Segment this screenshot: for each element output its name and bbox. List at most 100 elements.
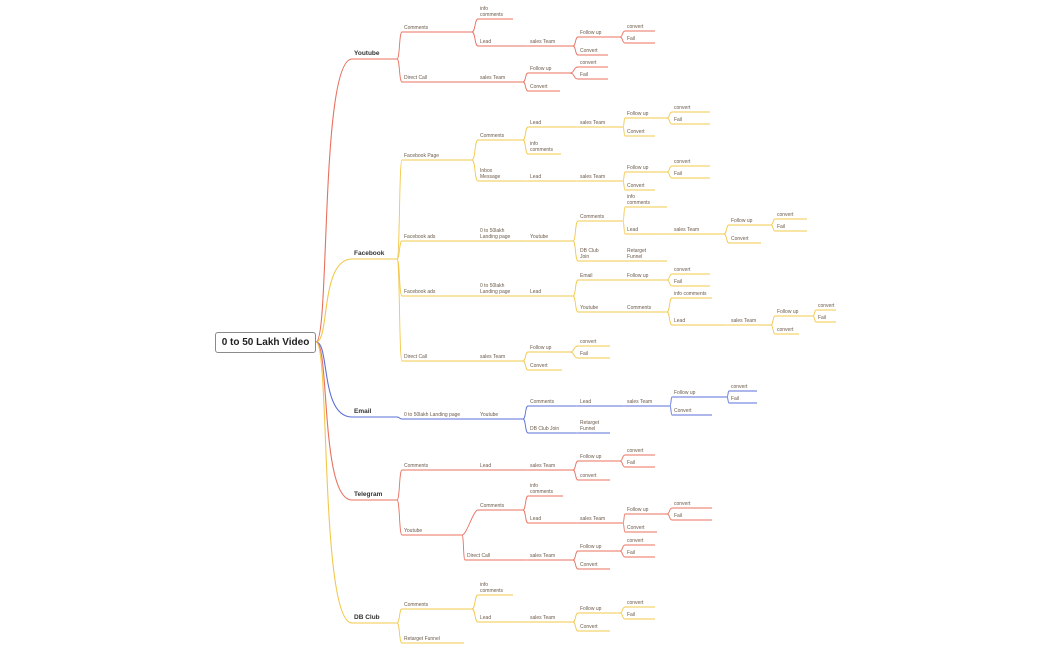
node-tg-y-c-l-s-cv[interactable]: Convert [627,525,645,531]
node-fb-a2-l-y-c-l-s-f-c[interactable]: convert [818,303,835,309]
node-fb-p-m-l[interactable]: Lead [530,174,542,180]
node-tg-c-l-s-f-c[interactable]: convert [627,448,644,454]
node-em-y-c[interactable]: Comments [530,399,555,405]
node-yt-c-l-s-cv[interactable]: Convert [580,48,598,54]
node-fb-p-c-l-s-cv[interactable]: Convert [627,129,645,135]
node-tg-y-d-s[interactable]: sales Team [530,553,556,559]
node-fb-d-s-f-f[interactable]: Fail [580,351,589,357]
node-fb-a2-l-e-f-f[interactable]: Fail [674,279,683,285]
node-tg-c-l-s[interactable]: sales Team [530,463,556,469]
node-db-c-l-s-cv[interactable]: Convert [580,624,598,630]
node-fb-a1-y-c-l-s[interactable]: sales Team [674,227,700,233]
node-tg-c-l-s-f-f[interactable]: Fail [627,460,636,466]
node-fb-p-m-l-s-f-f[interactable]: Fail [674,171,683,177]
node-db-c-l[interactable]: Lead [480,615,492,621]
node-fb-a2-l-y-c-l-s-f[interactable]: Follow up [777,309,799,315]
node-db-c-l-s-f-c[interactable]: convert [627,600,644,606]
node-tg-y-d-s-f-c[interactable]: convert [627,538,644,544]
node-fb-d-s-f-c[interactable]: convert [580,339,597,345]
node-tg-y-c-l-s-f-c[interactable]: convert [674,501,691,507]
node-tg-y-d-s-cv[interactable]: Convert [580,562,598,568]
node-fb-p[interactable]: Facebook Page [404,153,440,159]
node-yt-d-s-f-c[interactable]: convert [580,60,597,66]
node-fb-a1-y-c-l-s-f[interactable]: Follow up [731,218,753,224]
node-yt-c-i[interactable]: info comments [480,6,504,18]
node-em-y-c-l-s-f[interactable]: Follow up [674,390,696,396]
node-fb-d-s-f[interactable]: Follow up [530,345,552,351]
node-yt-d[interactable]: Direct Call [404,75,428,81]
node-tg-y-d-s-f-f[interactable]: Fail [627,550,636,556]
node-fb-a1-y-c[interactable]: Comments [580,214,605,220]
node-fb-d-s-cv[interactable]: Convert [530,363,548,369]
node-db-c-i[interactable]: info comments [480,582,504,594]
node-tg-y-d-s-f[interactable]: Follow up [580,544,602,550]
node-yt-c-l-s-f[interactable]: Follow up [580,30,602,36]
node-fb-a2-l-y[interactable]: Youtube [580,305,599,311]
node-fb-a2[interactable]: Facebook ads [404,289,436,295]
node-fb-p-c[interactable]: Comments [480,133,505,139]
node-tg[interactable]: Telegram [354,491,383,498]
node-tg-y-c-i[interactable]: info comments [530,483,554,495]
node-fb-a2-l-y-c-l-s[interactable]: sales Team [731,318,757,324]
node-fb-a2-l[interactable]: Lead [530,289,542,295]
node-tg-y-c-l-s-f-f[interactable]: Fail [674,513,683,519]
node-yt-d-s-f-f[interactable]: Fail [580,72,589,78]
node-fb-a1-y-c-l[interactable]: Lead [627,227,639,233]
node-fb-d-s[interactable]: sales Team [480,354,506,360]
node-tg-y-c-l-s-f[interactable]: Follow up [627,507,649,513]
node-yt-d-s[interactable]: sales Team [480,75,506,81]
node-fb-a1-y-c-l-s-cv[interactable]: Convert [731,236,749,242]
node-db[interactable]: DB Club [354,614,380,621]
node-db-c[interactable]: Comments [404,602,429,608]
node-fb-p-m-l-s-cv[interactable]: Convert [627,183,645,189]
node-tg-c[interactable]: Comments [404,463,429,469]
node-tg-y-d[interactable]: Direct Call [467,553,491,559]
node-fb-p-m-l-s-f-c[interactable]: convert [674,159,691,165]
node-em-y-d[interactable]: DB Club Join [530,426,560,432]
node-em-y-d-r[interactable]: Retarget Funnel [580,420,600,432]
node-yt-d-s-cv[interactable]: Convert [530,84,548,90]
node-em-y-c-l-s-f-f[interactable]: Fail [731,396,740,402]
node-fb-a2-l-y-c-l-s-cv[interactable]: convert [777,327,794,333]
node-fb-a1-y-c-l-s-f-f[interactable]: Fail [777,224,786,230]
node-em-y[interactable]: Youtube [480,412,499,418]
node-fb-a2-l-y-c-i[interactable]: info comments [674,291,707,297]
node-db-c-l-s-f-f[interactable]: Fail [627,612,636,618]
node-fb-a2-l-e-f[interactable]: Follow up [627,273,649,279]
node-yt-c-l-s[interactable]: sales Team [530,39,556,45]
node-fb-a2-l-y-c-l[interactable]: Lead [674,318,686,324]
node-fb-p-m-l-s[interactable]: sales Team [580,174,606,180]
node-db-c-l-s[interactable]: sales Team [530,615,556,621]
node-tg-c-l[interactable]: Lead [480,463,492,469]
node-fb-a1-lp[interactable]: 0 to 50lakh Landing page [480,228,511,240]
node-yt-c-l[interactable]: Lead [480,39,492,45]
node-fb[interactable]: Facebook [354,250,385,257]
node-fb-a1-y-c-i[interactable]: info comments [627,194,651,206]
node-fb-a1-y-d-r[interactable]: Retarget Funnel [627,248,647,260]
node-fb-a2-l-e[interactable]: Email [580,273,593,279]
node-db-r[interactable]: Retarget Funnel [404,636,440,642]
node-fb-a1-y-d[interactable]: DB Club Join [580,248,599,260]
node-fb-a1-y[interactable]: Youtube [530,234,549,240]
node-fb-p-m-l-s-f[interactable]: Follow up [627,165,649,171]
node-fb-p-c-l-s[interactable]: sales Team [580,120,606,126]
node-fb-a2-l-e-f-c[interactable]: convert [674,267,691,273]
node-fb-a2-l-y-c[interactable]: Comments [627,305,652,311]
node-em-y-c-l-s-cv[interactable]: Convert [674,408,692,414]
node-fb-a1-y-c-l-s-f-c[interactable]: convert [777,212,794,218]
node-tg-c-l-s-f[interactable]: Follow up [580,454,602,460]
node-fb-p-c-i[interactable]: info comments [530,141,554,153]
node-em-lp[interactable]: 0 to 50lakh Landing page [404,412,461,418]
node-em-y-c-l[interactable]: Lead [580,399,592,405]
node-yt-d-s-f[interactable]: Follow up [530,66,552,72]
node-tg-c-l-s-cv[interactable]: convert [580,473,597,479]
node-yt-c-l-s-f-c[interactable]: convert [627,24,644,30]
node-yt-c[interactable]: Comments [404,25,429,31]
node-fb-p-c-l-s-f[interactable]: Follow up [627,111,649,117]
node-fb-d[interactable]: Direct Call [404,354,428,360]
node-tg-y-c[interactable]: Comments [480,503,505,509]
node-tg-y-c-l-s[interactable]: sales Team [580,516,606,522]
node-fb-a1[interactable]: Facebook ads [404,234,436,240]
node-fb-p-c-l-s-f-c[interactable]: convert [674,105,691,111]
node-tg-y[interactable]: Youtube [404,528,423,534]
